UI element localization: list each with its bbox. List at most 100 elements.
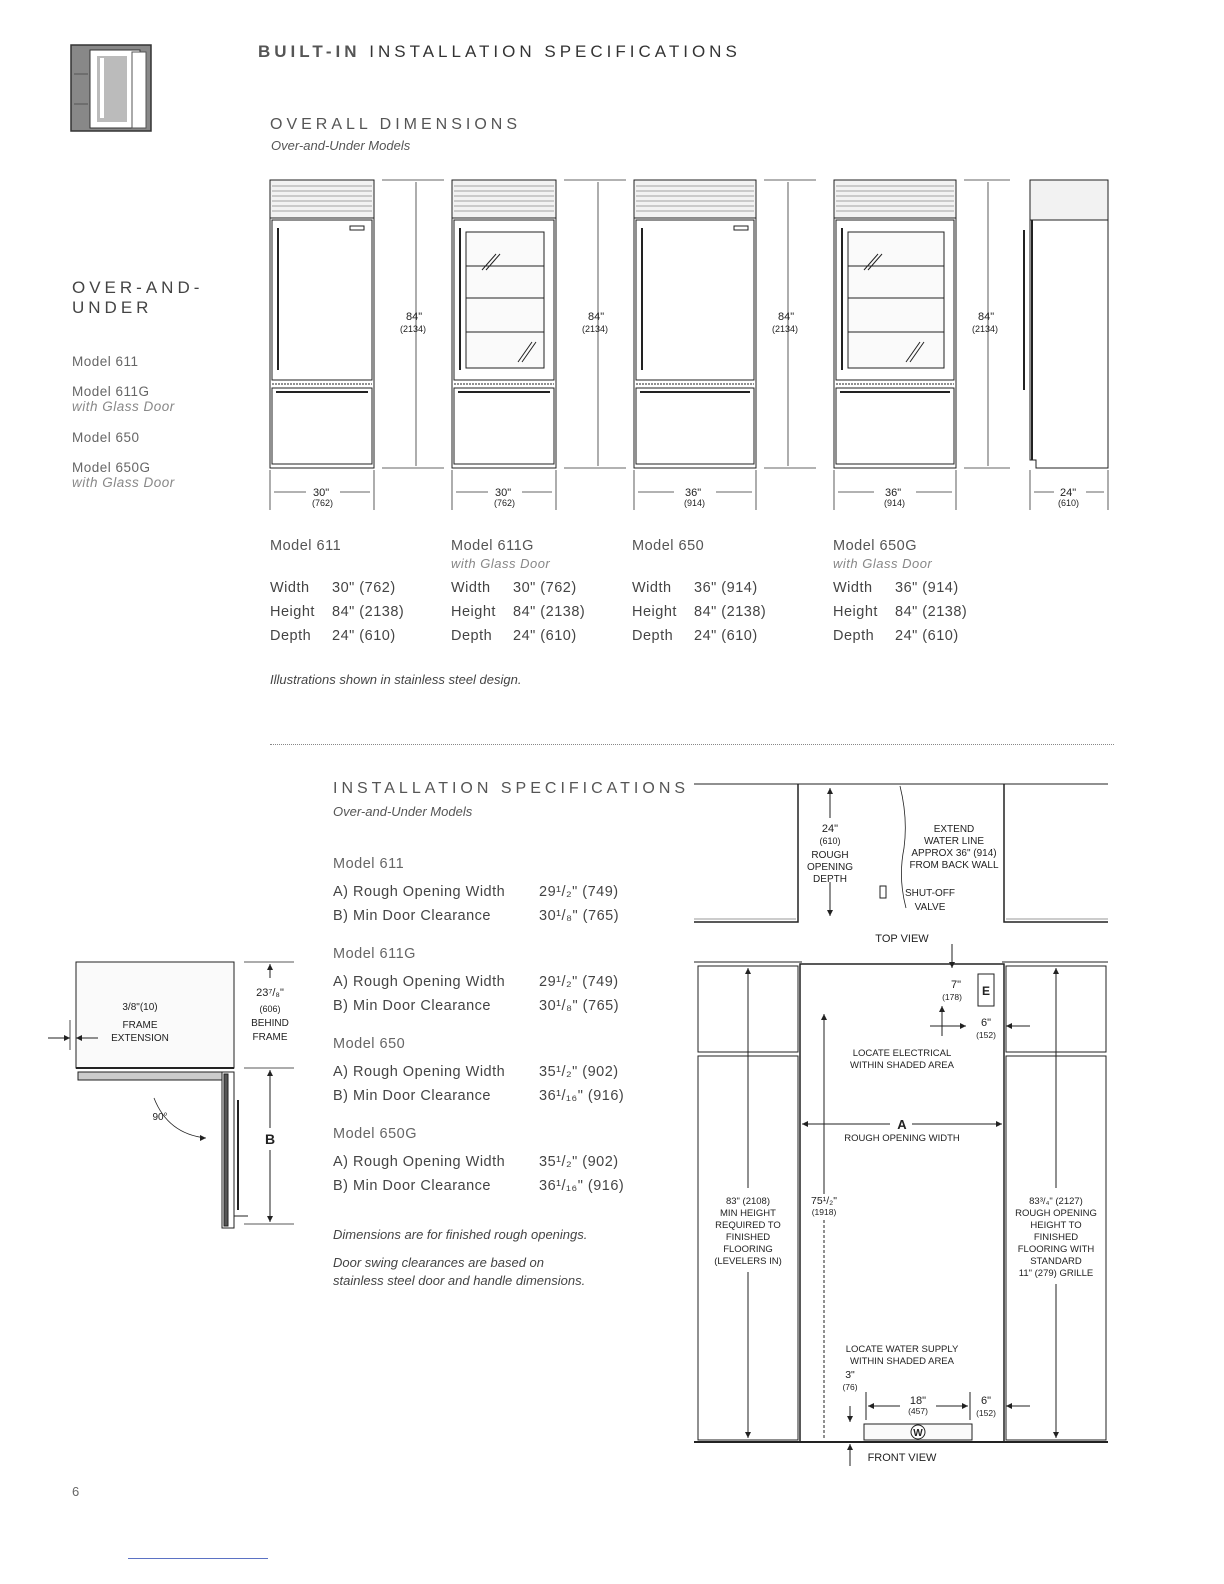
depth-value: 24" (610): [895, 628, 959, 644]
height-label: Height: [451, 604, 496, 620]
install-spec-list: Model 611 A) Rough Opening Width 29¹/₂" (…: [333, 856, 624, 1198]
header-title-rest: INSTALLATION SPECIFICATIONS: [360, 42, 741, 61]
height-mm: (2134): [972, 324, 998, 334]
water-up-mm: (76): [842, 1382, 857, 1392]
height-mm: (2134): [772, 324, 798, 334]
height-label: 84": [978, 311, 994, 323]
frame-extension-label: EXTENSION: [111, 1033, 169, 1044]
door-clearance-value: 30¹/₈" (765): [539, 998, 620, 1014]
behind-frame-label: BEHIND: [251, 1018, 289, 1029]
behind-frame-value: 23⁷/₈": [256, 987, 284, 999]
top-view-diagram: 24" (610) ROUGH OPENING DEPTH EXTEND WAT…: [694, 783, 1108, 945]
height-label: 84": [406, 311, 422, 323]
rough-height-note: HEIGHT TO: [1030, 1220, 1081, 1231]
door-swing-note-line2: stainless steel door and handle dimensio…: [333, 1273, 586, 1288]
width-label: Width: [270, 580, 310, 596]
fridge-650g-drawing: [833, 179, 957, 469]
rough-depth-label: OPENING: [807, 862, 853, 873]
depth-label: 24": [1060, 487, 1076, 499]
interior-height-value: 75¹/₂": [811, 1195, 837, 1207]
electrical-top-value: 7": [951, 979, 961, 991]
card-model-name: Model 650: [632, 538, 705, 554]
depth-label: Depth: [632, 628, 674, 644]
rough-opening-label: A) Rough Opening Width: [333, 974, 506, 990]
depth-label: Depth: [451, 628, 493, 644]
fridge-650-drawing: [633, 179, 757, 469]
shut-off-valve-label: SHUT-OFF: [905, 888, 955, 899]
rough-opening-value: 35¹/₂" (902): [539, 1154, 619, 1170]
install-spec-650g: Model 650G A) Rough Opening Width 35¹/₂" …: [333, 1126, 624, 1198]
height-label: 84": [778, 311, 794, 323]
fridge-611g-drawing: [451, 179, 557, 469]
shut-off-valve-label: VALVE: [915, 902, 946, 913]
spec-model-name: Model 650G: [333, 1126, 417, 1142]
width-label: Width: [632, 580, 672, 596]
door-clearance-value: 36¹/₁₆" (916): [539, 1088, 625, 1104]
sidebar-title: OVER-AND- UNDER: [72, 278, 203, 318]
door-swing-diagram: 3/8"(10) FRAME EXTENSION 23⁷/₈" (606) BE…: [48, 961, 294, 1229]
electrical-box-label: E: [982, 984, 990, 998]
water-up-value: 3": [845, 1369, 855, 1381]
electrical-side-value: 6": [981, 1017, 991, 1029]
min-height-note: REQUIRED TO: [715, 1220, 781, 1231]
footer-link-underline: [128, 1558, 268, 1559]
interior-height-mm: (1918): [812, 1207, 837, 1217]
sidebar-model-name: Model 611G: [72, 384, 150, 399]
min-height-note: MIN HEIGHT: [720, 1208, 776, 1219]
electrical-note: WITHIN SHADED AREA: [850, 1060, 955, 1071]
depth-label: Depth: [270, 628, 312, 644]
water-side-mm: (152): [976, 1408, 996, 1418]
depth-label: Depth: [833, 628, 875, 644]
card-model-name: Model 611G: [451, 538, 534, 554]
refrigerator-dimension-figure: 84" (2134) 84" (2134) 84" (2134) 84" (21…: [269, 179, 1109, 510]
electrical-top-mm: (178): [942, 992, 962, 1002]
water-width-value: 18": [910, 1395, 926, 1407]
height-label: Height: [270, 604, 315, 620]
behind-frame-label: FRAME: [253, 1032, 288, 1043]
height-value: 84" (2138): [694, 604, 767, 620]
width-label: 36": [685, 487, 701, 499]
install-spec-611g: Model 611G A) Rough Opening Width 29¹/₂" …: [333, 946, 624, 1018]
page-header: BUILT-IN INSTALLATION SPECIFICATIONS: [258, 42, 741, 62]
water-supply-note: LOCATE WATER SUPPLY: [846, 1344, 959, 1355]
width-value: 36" (914): [895, 580, 959, 596]
electrical-note: LOCATE ELECTRICAL: [853, 1048, 952, 1059]
sidebar-title-line1: OVER-AND-: [72, 278, 204, 297]
sidebar-model-sub: with Glass Door: [72, 399, 175, 414]
water-side-value: 6": [981, 1395, 991, 1407]
water-line-note: WATER LINE: [924, 836, 984, 847]
card-model-sub: [632, 556, 766, 576]
sidebar-model: Model 650: [72, 430, 140, 445]
width-label: 30": [313, 487, 329, 499]
rough-opening-value: 29¹/₂" (749): [539, 974, 619, 990]
sidebar-model-sub: with Glass Door: [72, 475, 175, 490]
sidebar-model-name: Model 650: [72, 430, 140, 445]
card-model-sub: with Glass Door: [833, 556, 933, 571]
rough-depth-mm: (610): [819, 836, 840, 846]
rough-width-label: ROUGH OPENING WIDTH: [844, 1133, 960, 1144]
water-line-note: FROM BACK WALL: [909, 860, 999, 871]
width-label: 30": [495, 487, 511, 499]
spec-model-name: Model 611G: [333, 946, 416, 962]
card-model-name: Model 650G: [833, 538, 917, 554]
spec-model-name: Model 650: [333, 1036, 406, 1052]
rough-opening-label: A) Rough Opening Width: [333, 1154, 506, 1170]
depth-mm: (610): [1058, 498, 1079, 508]
overall-dimensions-subtitle: Over-and-Under Models: [271, 138, 411, 153]
door-clearance-label: B) Min Door Clearance: [333, 908, 491, 924]
fridge-611-drawing: [269, 179, 375, 469]
height-label: Height: [632, 604, 677, 620]
rough-depth-value: 24": [822, 823, 838, 835]
section-divider: [270, 744, 1114, 745]
height-label: 84": [588, 311, 604, 323]
rough-height-note: FLOORING WITH: [1018, 1244, 1095, 1255]
rough-height-note: STANDARD: [1030, 1256, 1082, 1267]
door-swing-note: Door swing clearances are based on stain…: [333, 1254, 585, 1290]
water-width-mm: (457): [908, 1406, 928, 1416]
spec-model-name: Model 611: [333, 856, 405, 872]
rough-opening-value: 29¹/₂" (749): [539, 884, 619, 900]
